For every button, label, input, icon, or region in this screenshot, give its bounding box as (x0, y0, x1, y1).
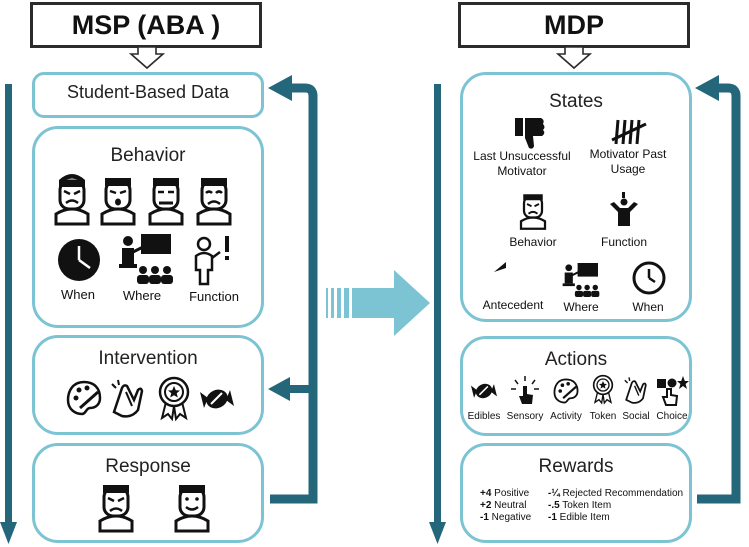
student-data-box: Student-Based Data (32, 72, 264, 118)
antecedent-label: Antecedent (482, 298, 544, 312)
clock-icon (632, 261, 666, 295)
intervention-title: Intervention (98, 348, 198, 369)
reward-negative: -1 Negative (480, 512, 532, 523)
choice-shapes-icon (657, 376, 689, 406)
down-arrow-icon (555, 46, 593, 70)
right-flow-arrow (429, 84, 446, 544)
action-token-label: Token (589, 411, 617, 422)
action-sensory-label: Sensory (506, 411, 544, 422)
response-panel: Response (32, 443, 264, 543)
function-figure-icon (610, 192, 638, 226)
when-label: When (61, 287, 95, 302)
motivator-past-label: Motivator Past Usage (589, 147, 667, 176)
mdp-title: MDP (458, 2, 690, 48)
action-activity-label: Activity (550, 411, 582, 422)
award-ribbon-icon (592, 374, 614, 405)
thumbs-down-icon (515, 118, 545, 149)
angry-face-icon (54, 174, 90, 226)
actions-title: Actions (544, 349, 608, 370)
last-unsuccessful-label: Last Unsuccessful Motivator (473, 149, 571, 178)
back-arrow-icon (494, 262, 506, 272)
award-ribbon-icon (158, 376, 190, 422)
response-title: Response (105, 456, 191, 477)
angry-face-icon (98, 485, 134, 533)
palette-icon (66, 380, 102, 416)
student-data-label: Student-Based Data (66, 82, 230, 102)
states-when-label: When (632, 300, 664, 314)
feedback-loop-arrow (268, 75, 318, 504)
sensory-touch-icon (511, 376, 539, 404)
intervention-panel: Intervention (32, 335, 264, 435)
rewards-title: Rewards (538, 456, 614, 477)
states-function-label: Function (600, 235, 648, 249)
shouting-face-icon (100, 178, 136, 226)
left-flow-arrow (0, 84, 17, 544)
frowning-face-icon (148, 178, 184, 226)
where-label: Where (122, 288, 162, 303)
function-label: Function (189, 289, 239, 304)
sad-face-icon (196, 178, 232, 226)
clapping-hands-icon (624, 377, 647, 404)
smiling-face-icon (174, 485, 210, 533)
states-behavior-label: Behavior (509, 235, 557, 249)
palette-icon (553, 378, 579, 404)
candy-icon (471, 383, 497, 399)
behavior-title: Behavior (110, 145, 186, 166)
rewards-panel: Rewards (460, 443, 692, 543)
reward-positive: +4 Positive (480, 488, 530, 499)
mdp-feedback-loop-arrow (695, 75, 741, 504)
reward-edible: -1 Edible Item (548, 512, 610, 523)
states-where-label: Where (563, 300, 599, 314)
reward-rejected: -¼ Rejected Recommendation (548, 488, 684, 499)
clock-icon (58, 239, 100, 281)
reward-token: -.5 Token Item (548, 500, 612, 511)
clapping-hands-icon (111, 379, 144, 418)
states-title: States (549, 91, 603, 112)
candy-icon (200, 389, 234, 409)
classroom-icon (119, 234, 173, 284)
action-edibles-label: Edibles (467, 411, 501, 422)
action-choice-label: Choice (656, 411, 688, 422)
transition-arrow (326, 270, 430, 336)
reward-neutral: +2 Neutral (480, 500, 527, 511)
tally-marks-icon (611, 119, 647, 145)
function-person-icon (194, 236, 229, 286)
behavior-panel: Behavior (32, 126, 264, 328)
action-social-label: Social (622, 411, 650, 422)
classroom-icon (562, 263, 600, 297)
behavior-face-icon (519, 194, 547, 230)
msp-title: MSP (ABA ) (30, 2, 262, 48)
down-arrow-icon (128, 46, 166, 70)
